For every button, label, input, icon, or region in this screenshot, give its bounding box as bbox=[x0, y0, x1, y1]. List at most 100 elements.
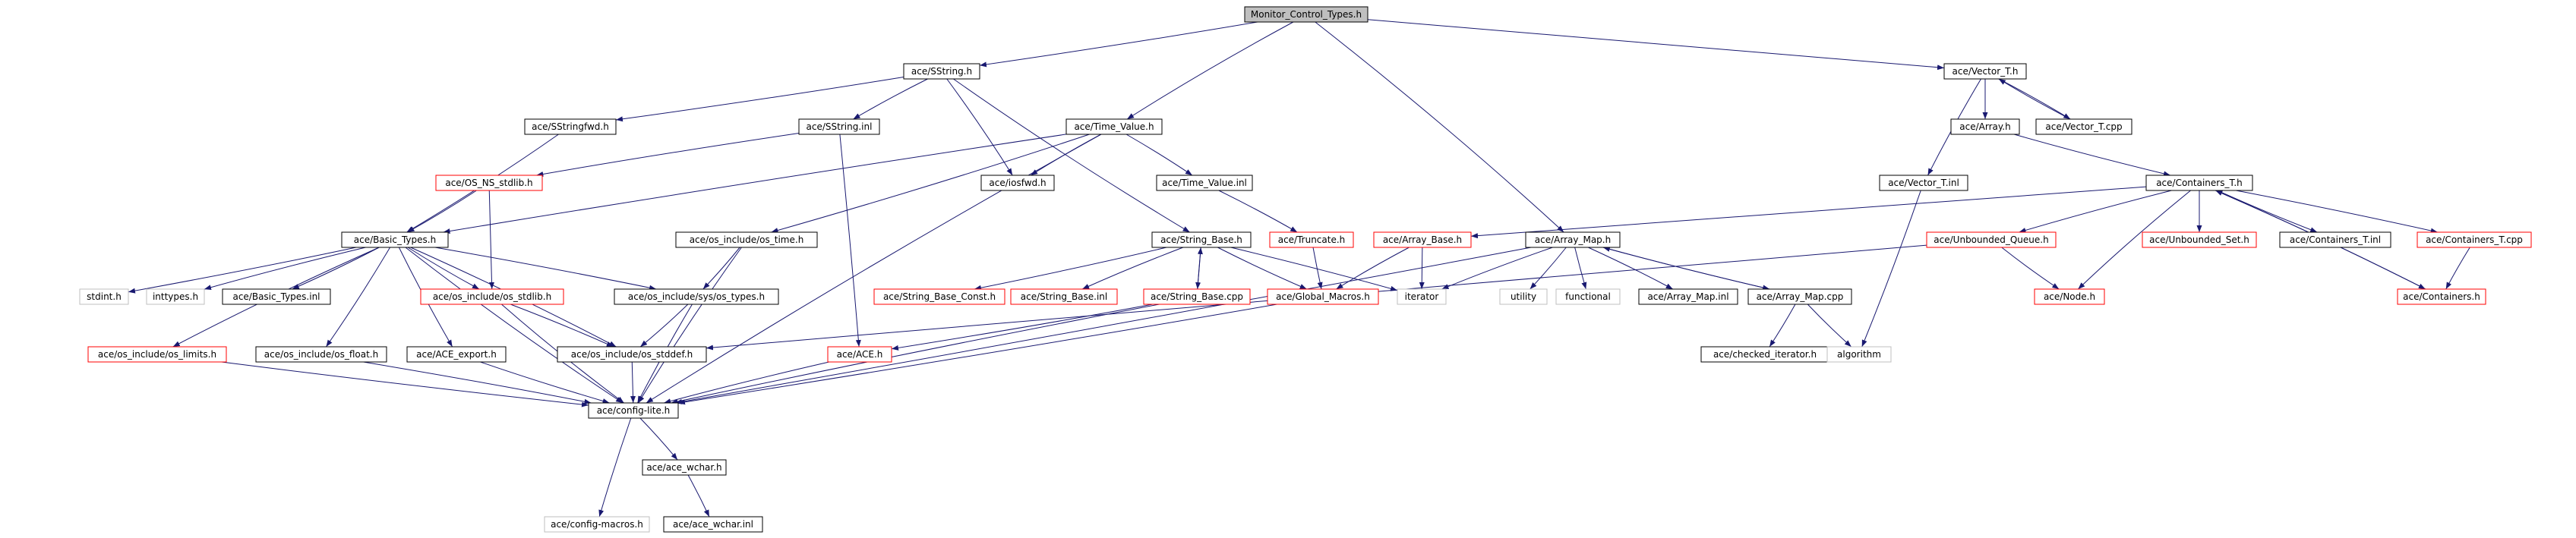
node-box bbox=[146, 288, 205, 305]
node-box bbox=[663, 516, 763, 533]
edge-string_base_cpp-to-string_base_h bbox=[1197, 247, 1203, 290]
node-array-h[interactable]: ace/Array.h bbox=[1950, 118, 2020, 135]
node-box bbox=[1499, 288, 1548, 305]
node-basic-types-inl[interactable]: ace/Basic_Types.inl bbox=[222, 288, 331, 305]
node-time-value-h[interactable]: ace/Time_Value.h bbox=[1065, 118, 1163, 135]
node-vector-t-h[interactable]: ace/Vector_T.h bbox=[1943, 63, 2027, 80]
edge-basic_types_h-to-os_types_h bbox=[434, 247, 657, 291]
node-containers-t-h[interactable]: ace/Containers_T.h bbox=[2145, 175, 2253, 191]
node-label: ace/Array.h bbox=[1959, 121, 2010, 132]
edge-os_time_h-to-config_lite_h bbox=[638, 247, 742, 404]
node-ace-wchar-inl[interactable]: ace/ace_wchar.inl bbox=[663, 516, 763, 533]
edge-sstring_inl-to-ace_h bbox=[839, 134, 861, 348]
edge-os_limits_h-to-config_lite_h bbox=[221, 361, 589, 407]
node-ace-h[interactable]: ace/ACE.h bbox=[827, 346, 892, 363]
node-global-macros-h[interactable]: ace/Global_Macros.h bbox=[1267, 288, 1379, 305]
node-os-types-h[interactable]: ace/os_include/sys/os_types.h bbox=[614, 288, 779, 305]
node-box bbox=[798, 118, 880, 135]
node-containers-h[interactable]: ace/Containers.h bbox=[2397, 288, 2486, 305]
node-string-base-const-h[interactable]: ace/String_Base_Const.h bbox=[873, 288, 1005, 305]
edge-array_map_h-to-array_map_inl bbox=[1588, 247, 1673, 290]
edge-array_base_h-to-global_macros_h bbox=[1336, 247, 1410, 290]
node-string-base-inl[interactable]: ace/String_Base.inl bbox=[1010, 288, 1118, 305]
node-label: ace/ace_wchar.inl bbox=[673, 519, 753, 530]
node-functional: functional bbox=[1555, 288, 1621, 305]
node-box bbox=[524, 118, 617, 135]
node-vector-t-inl[interactable]: ace/Vector_T.inl bbox=[1879, 175, 1968, 191]
edge-root-to-time_value_h bbox=[1126, 21, 1294, 120]
node-node-h[interactable]: ace/Node.h bbox=[2034, 288, 2105, 305]
node-root[interactable]: Monitor_Control_Types.h bbox=[1244, 6, 1368, 23]
node-os-ns-stdlib-h[interactable]: ace/OS_NS_stdlib.h bbox=[435, 175, 543, 191]
node-config-lite-h[interactable]: ace/config-lite.h bbox=[588, 402, 679, 419]
node-iosfwd-h[interactable]: ace/iosfwd.h bbox=[980, 175, 1055, 191]
node-sstring-h[interactable]: ace/SString.h bbox=[903, 63, 980, 80]
node-label: ace/Containers_T.cpp bbox=[2426, 234, 2523, 245]
node-os-float-h[interactable]: ace/os_include/os_float.h bbox=[255, 346, 387, 363]
node-os-time-h[interactable]: ace/os_include/os_time.h bbox=[675, 231, 818, 248]
node-label: ace/Containers.h bbox=[2403, 291, 2480, 302]
node-box bbox=[2279, 231, 2391, 248]
node-string-base-cpp[interactable]: ace/String_Base.cpp bbox=[1143, 288, 1251, 305]
node-box bbox=[642, 459, 727, 476]
node-array-map-inl[interactable]: ace/Array_Map.inl bbox=[1638, 288, 1738, 305]
edge-ace_h-to-config_lite_h bbox=[664, 361, 829, 404]
node-checked-iterator-h[interactable]: ace/checked_iterator.h bbox=[1700, 346, 1829, 363]
node-label: ace/Array_Map.h bbox=[1535, 234, 1611, 245]
edge-array_map_h-to-array_map_cpp bbox=[1602, 247, 1770, 291]
edge-truncate_h-to-global_macros_h bbox=[1312, 247, 1323, 290]
node-time-value-inl[interactable]: ace/Time_Value.inl bbox=[1156, 175, 1253, 191]
edge-sstring_h-to-sstringfwd_h bbox=[615, 76, 904, 122]
node-box bbox=[2034, 288, 2105, 305]
node-containers-t-cpp[interactable]: ace/Containers_T.cpp bbox=[2417, 231, 2532, 248]
node-box bbox=[544, 516, 650, 533]
node-ace-export-h[interactable]: ace/ACE_export.h bbox=[406, 346, 507, 363]
node-ace-wchar-h[interactable]: ace/ace_wchar.h bbox=[642, 459, 727, 476]
node-sstring-inl[interactable]: ace/SString.inl bbox=[798, 118, 880, 135]
node-string-base-h[interactable]: ace/String_Base.h bbox=[1151, 231, 1252, 248]
edge-os_stdlib_h-to-os_stddef_h bbox=[510, 304, 614, 348]
node-unbounded-queue-h[interactable]: ace/Unbounded_Queue.h bbox=[1926, 231, 2057, 248]
node-truncate-h[interactable]: ace/Truncate.h bbox=[1269, 231, 1354, 248]
node-label: ace/os_include/os_stdlib.h bbox=[433, 291, 551, 302]
node-box bbox=[827, 346, 892, 363]
node-vector-t-cpp[interactable]: ace/Vector_T.cpp bbox=[2035, 118, 2132, 135]
node-label: ace/String_Base_Const.h bbox=[883, 291, 996, 302]
node-containers-t-inl[interactable]: ace/Containers_T.inl bbox=[2279, 231, 2391, 248]
node-label: ace/String_Base.cpp bbox=[1151, 291, 1243, 302]
node-basic-types-h[interactable]: ace/Basic_Types.h bbox=[341, 231, 449, 248]
edge-basic_types_h-to-basic_types_inl bbox=[292, 247, 380, 290]
node-box bbox=[87, 346, 227, 363]
edge-ace_export_h-to-config_lite_h bbox=[480, 361, 610, 404]
node-label: ace/Global_Macros.h bbox=[1276, 291, 1370, 302]
node-sstringfwd-h[interactable]: ace/SStringfwd.h bbox=[524, 118, 617, 135]
edge-array_map_h-to-iterator bbox=[1441, 247, 1553, 290]
edge-string_base_cpp-to-ace_h bbox=[891, 304, 1153, 351]
node-array-base-h[interactable]: ace/Array_Base.h bbox=[1373, 231, 1472, 248]
edge-os_stddef_h-to-config_lite_h bbox=[630, 361, 636, 404]
node-os-limits-h[interactable]: ace/os_include/os_limits.h bbox=[87, 346, 227, 363]
node-box bbox=[1269, 231, 1354, 248]
node-box bbox=[1151, 231, 1252, 248]
node-box bbox=[1638, 288, 1738, 305]
node-os-stddef-h[interactable]: ace/os_include/os_stddef.h bbox=[557, 346, 707, 363]
edge-root-to-sstring_h bbox=[979, 21, 1258, 68]
edge-time_value_h-to-config_lite_h bbox=[646, 134, 1102, 404]
node-box bbox=[2035, 118, 2132, 135]
node-box bbox=[1267, 288, 1379, 305]
node-os-stdlib-h[interactable]: ace/os_include/os_stdlib.h bbox=[420, 288, 564, 305]
node-array-map-h[interactable]: ace/Array_Map.h bbox=[1525, 231, 1621, 248]
edge-vector_t_cpp-to-vector_t_h bbox=[1998, 78, 2071, 120]
node-box bbox=[1879, 175, 1968, 191]
node-label: ace/Array_Map.inl bbox=[1647, 291, 1728, 302]
node-label: ace/iosfwd.h bbox=[989, 178, 1046, 188]
edge-os_time_h-to-os_types_h bbox=[702, 247, 740, 290]
edge-array_map_cpp-to-array_map_h bbox=[1602, 246, 1770, 290]
node-box bbox=[222, 288, 331, 305]
node-box bbox=[1010, 288, 1118, 305]
node-utility: utility bbox=[1499, 288, 1548, 305]
edge-basic_types_h-to-os_stdlib_h bbox=[407, 247, 480, 290]
edge-sstring_h-to-iosfwd_h bbox=[946, 78, 1013, 176]
node-array-map-cpp[interactable]: ace/Array_Map.cpp bbox=[1747, 288, 1852, 305]
node-unbounded-set-h[interactable]: ace/Unbounded_Set.h bbox=[2142, 231, 2257, 248]
